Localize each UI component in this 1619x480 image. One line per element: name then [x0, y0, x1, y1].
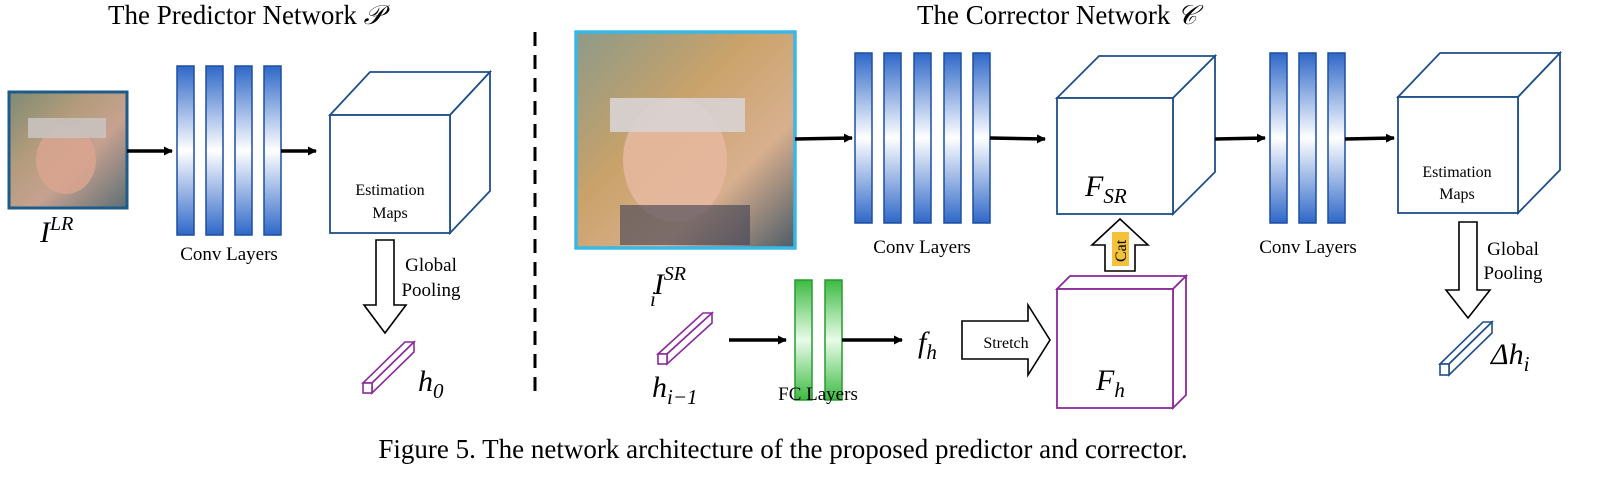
stretch-label: Stretch	[983, 335, 1028, 352]
lr-input-label: ILR	[39, 213, 73, 249]
stretch-arrow	[961, 302, 1051, 378]
corrector-conv-layers-1	[854, 52, 991, 224]
cat-arrow	[1089, 217, 1151, 272]
h-prev-label: hi−1	[652, 371, 698, 409]
predictor-conv-layers	[176, 65, 282, 236]
delta-h-vector	[1438, 320, 1494, 377]
h0-vector	[361, 340, 416, 395]
corrector-pool-arrow	[1444, 221, 1492, 320]
corrector-estimation-maps-cube	[1395, 50, 1563, 216]
predictor-conv-label: Conv Layers	[180, 244, 278, 265]
arrow-conv-to-fsr	[989, 134, 1046, 144]
fh-label: fh	[918, 326, 937, 364]
fh-cube	[1054, 273, 1189, 411]
lr-input-image	[7, 90, 129, 210]
corrector-pool-label-2: Pooling	[1483, 263, 1543, 284]
corrector-conv-label-2: Conv Layers	[1259, 237, 1357, 258]
sr-input-image	[574, 30, 797, 250]
Fh-label: Fh	[1095, 364, 1125, 402]
corrector-pool-label-1: Global	[1487, 239, 1539, 260]
predictor-pool-arrow	[362, 239, 408, 335]
h-prev-vector	[655, 311, 715, 366]
corrector-maps-label-1: Estimation	[1422, 164, 1491, 181]
corrector-conv-layers-2	[1269, 52, 1346, 224]
predictor-maps-label-2: Maps	[372, 205, 408, 222]
arrow-sr-to-conv	[794, 133, 853, 143]
fc-label: FC Layers	[778, 384, 858, 405]
fsr-cube	[1054, 53, 1218, 217]
h0-label: h0	[418, 365, 444, 403]
figure-caption: Figure 5. The network architecture of th…	[378, 434, 1187, 464]
fc-layers	[794, 279, 843, 401]
corrector-title: The Corrector Network 𝒞	[917, 0, 1204, 30]
fsr-label: FSR	[1084, 170, 1127, 208]
arrow-conv-to-maps-2	[1344, 133, 1395, 143]
corrector-conv-label-1: Conv Layers	[873, 237, 971, 258]
predictor-estimation-maps-cube	[327, 69, 493, 236]
cat-label: Cat	[1113, 239, 1130, 262]
delta-h-label: Δhi	[1490, 338, 1530, 376]
predictor-title: The Predictor Network 𝒫	[108, 0, 391, 30]
predictor-maps-label-1: Estimation	[355, 182, 424, 199]
arrow-fsr-to-conv	[1214, 133, 1266, 143]
predictor-pool-label-2: Pooling	[401, 280, 461, 301]
corrector-maps-label-2: Maps	[1439, 186, 1475, 203]
predictor-pool-label-1: Global	[405, 255, 457, 276]
